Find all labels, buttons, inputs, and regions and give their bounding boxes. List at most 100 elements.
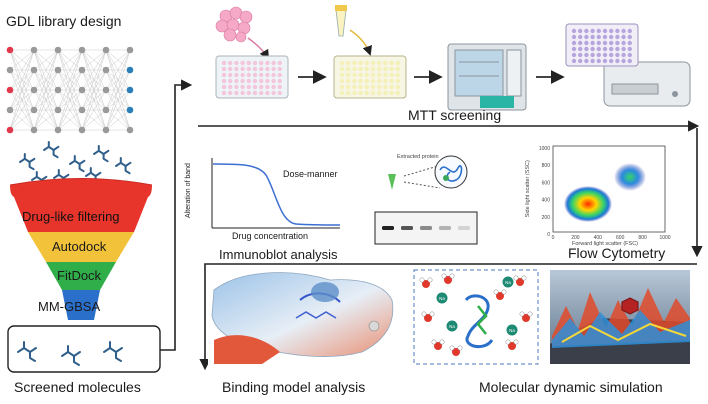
workflow-arrows xyxy=(160,79,703,371)
molecule-icon xyxy=(19,153,36,171)
western-blot xyxy=(374,211,478,245)
flow-ylabel: Side light scatter (SSC) xyxy=(524,160,531,218)
network-node xyxy=(6,106,14,114)
flow-y-tick: 600 xyxy=(542,180,551,186)
flow-x-tick: 600 xyxy=(616,235,625,241)
screened-molecules-box xyxy=(7,325,161,373)
sodium-ion: Na xyxy=(506,324,518,336)
molecule-icon xyxy=(115,157,132,175)
binding-model-image xyxy=(208,270,398,364)
sodium-ion: Na xyxy=(502,276,514,288)
network-node xyxy=(30,106,38,114)
network-node xyxy=(6,46,14,54)
network-node xyxy=(126,86,134,94)
seed-arrow xyxy=(247,37,270,60)
network-node xyxy=(54,66,62,74)
flow-xlabel: Forward light scatter (FSC) xyxy=(572,241,639,247)
network-node xyxy=(126,66,134,74)
screened-molecules-label: Screened molecules xyxy=(14,379,141,395)
network-node xyxy=(6,86,14,94)
flow-y-tick: 200 xyxy=(542,215,551,221)
flow-cytometry-plot xyxy=(552,145,666,233)
reagent-arrow xyxy=(349,29,372,56)
network-node xyxy=(54,46,62,54)
water-molecule xyxy=(505,339,519,350)
arrow-to-binding xyxy=(199,263,697,371)
molecule-icon xyxy=(93,145,110,163)
plate-yellow xyxy=(333,55,407,99)
plate-purple xyxy=(565,23,639,67)
sodium-ion: Na xyxy=(446,320,458,332)
neural-network-nodes xyxy=(6,46,134,134)
plate-reader-icon xyxy=(603,61,691,107)
flow-x-tick: 0 xyxy=(552,235,555,241)
network-node xyxy=(102,46,110,54)
molecule-icon xyxy=(61,345,81,366)
md-simulation-label: Molecular dynamic simulation xyxy=(479,379,663,395)
energy-landscape-image xyxy=(550,270,690,364)
extracted-protein-label: Extracted protein xyxy=(397,154,439,160)
network-node xyxy=(54,126,62,134)
network-node xyxy=(54,86,62,94)
screening-funnel xyxy=(9,178,153,320)
network-node xyxy=(30,46,38,54)
water-molecule xyxy=(519,311,533,322)
network-node xyxy=(78,106,86,114)
funnel-stage-2-label: Autodock xyxy=(52,239,107,254)
funnel-stage-1-label: Drug-like filtering xyxy=(22,209,120,224)
dose-curve xyxy=(212,163,341,226)
molecule-icon xyxy=(103,341,123,362)
water-molecule xyxy=(431,339,445,350)
flow-y-tick: 0 xyxy=(547,232,550,238)
svg-text:Na: Na xyxy=(505,280,511,285)
network-node xyxy=(6,126,14,134)
flow-axis-ticks: 0 200 400 600 800 1000 1000 800 600 400 200 0 xyxy=(539,146,671,241)
dose-response-chart xyxy=(211,158,341,229)
flow-cytometry-label: Flow Cytometry xyxy=(568,245,666,261)
flow-x-tick: 800 xyxy=(638,235,647,241)
dose-chart-annotation: Dose-manner xyxy=(283,169,338,179)
incubator-icon xyxy=(447,43,527,111)
flow-x-tick: 400 xyxy=(594,235,603,241)
network-node xyxy=(102,126,110,134)
funnel-stage-3-label: FitDock xyxy=(57,268,102,283)
network-node xyxy=(30,86,38,94)
dose-chart-ylabel: Alteration of band xyxy=(184,163,192,218)
flow-y-tick: 1000 xyxy=(539,146,550,152)
flow-y-tick: 800 xyxy=(542,163,551,169)
network-node xyxy=(78,126,86,134)
network-node xyxy=(78,86,86,94)
network-node xyxy=(30,126,38,134)
extraction-icon xyxy=(388,155,468,190)
water-molecule xyxy=(419,277,433,288)
molecule-icon xyxy=(69,155,86,173)
network-node xyxy=(54,106,62,114)
flow-x-tick: 200 xyxy=(571,235,580,241)
network-node xyxy=(6,66,14,74)
cells-icon xyxy=(215,6,253,43)
water-molecule xyxy=(441,273,455,284)
flow-y-tick: 400 xyxy=(542,198,551,204)
network-node xyxy=(102,66,110,74)
funnel-stage-red-body xyxy=(14,197,148,232)
svg-text:Na: Na xyxy=(439,296,445,301)
binding-model-label: Binding model analysis xyxy=(222,379,366,395)
molecule-icon xyxy=(17,341,37,362)
neural-network-edges xyxy=(9,49,131,131)
water-molecule xyxy=(421,311,435,322)
network-node xyxy=(78,46,86,54)
network-node xyxy=(30,66,38,74)
water-molecule xyxy=(513,275,527,286)
svg-text:Na: Na xyxy=(509,328,515,333)
funnel-rim xyxy=(9,178,153,186)
network-node xyxy=(78,66,86,74)
pipette-icon xyxy=(335,5,347,37)
funnel-stage-yellow xyxy=(28,232,134,262)
funnel-stage-4-label: MM-GBSA xyxy=(38,299,101,314)
mtt-screening-label: MTT screening xyxy=(408,107,502,123)
water-molecule xyxy=(493,289,507,300)
flow-x-tick: 1000 xyxy=(659,235,670,241)
